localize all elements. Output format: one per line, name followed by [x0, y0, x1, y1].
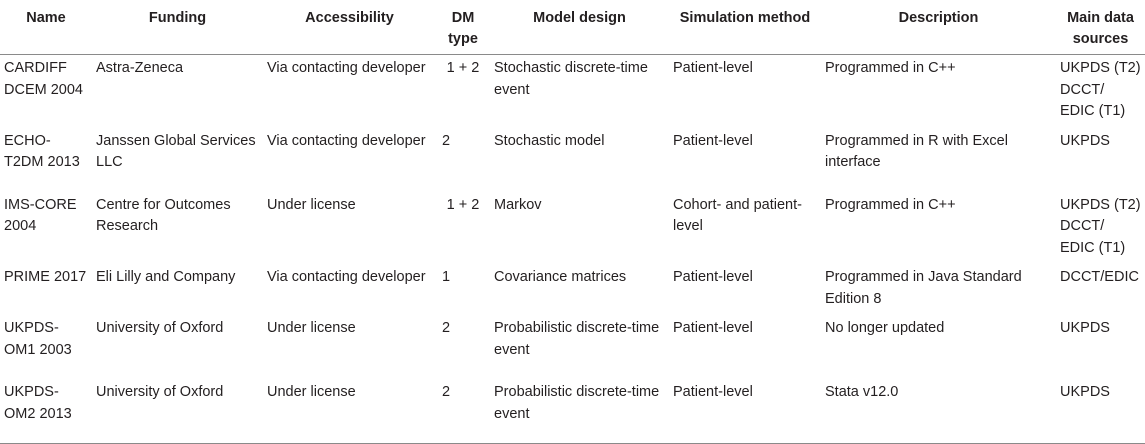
cell-accessibility: Via contacting developer — [267, 269, 426, 285]
header-simulation-method: Simulation method — [679, 10, 811, 26]
cell-dm-type: 1 + 2 — [446, 60, 480, 76]
cell-simulation-method: Patient-level — [673, 384, 753, 400]
cell-description: Programmed in Java Standard Edition 8 — [825, 269, 1022, 307]
cell-model-design: Probabilistic discrete-time event — [494, 320, 660, 358]
cell-dm-type: 2 — [442, 320, 451, 336]
table-header-row: Name Funding Accessibility DM type Model… — [0, 0, 1145, 55]
cell-name: PRIME 2017 — [4, 269, 87, 285]
cell-funding: Janssen Global Services LLC — [96, 132, 256, 171]
cell-main-data-sources: UKPDS — [1060, 320, 1110, 336]
cell-funding: Centre for Outcomes Research — [96, 196, 231, 235]
cell-main-data-sources: DCCT/EDIC — [1060, 269, 1139, 285]
table-row: UKPDS-OM1 2003 University of Oxford Unde… — [0, 315, 1145, 379]
cell-accessibility: Under license — [267, 196, 356, 213]
table-row: ECHO-T2DM 2013 Janssen Global Services L… — [0, 128, 1145, 192]
cell-accessibility: Via contacting developer — [267, 60, 426, 76]
table-row: UKPDS-OM2 2013 University of Oxford Unde… — [0, 379, 1145, 443]
cell-description: No longer updated — [825, 320, 945, 336]
table-row: PRIME 2017 Eli Lilly and Company Via con… — [0, 264, 1145, 315]
cell-name: UKPDS-OM2 2013 — [4, 384, 72, 422]
cell-model-design: Stochastic discrete-time event — [494, 60, 648, 98]
header-funding: Funding — [148, 10, 207, 26]
header-model-design: Model design — [533, 10, 626, 26]
cell-description: Stata v12.0 — [825, 384, 899, 400]
cell-simulation-method: Cohort- and patient-level — [673, 196, 802, 235]
cell-simulation-method: Patient-level — [673, 132, 753, 149]
cell-funding: Astra-Zeneca — [96, 60, 184, 76]
cell-dm-type: 2 — [442, 132, 451, 149]
header-accessibility: Accessibility — [305, 10, 394, 26]
cell-simulation-method: Patient-level — [673, 320, 753, 336]
cell-description: Programmed in C++ — [825, 60, 956, 76]
cell-model-design: Covariance matrices — [494, 269, 627, 285]
cell-name: IMS-CORE 2004 — [4, 196, 77, 235]
cell-dm-type: 1 — [442, 269, 451, 285]
cell-name: UKPDS-OM1 2003 — [4, 320, 72, 358]
cell-description: Programmed in R with Excel interface — [825, 132, 1008, 171]
cell-name: ECHO-T2DM 2013 — [4, 132, 80, 171]
cell-name: CARDIFF DCEM 2004 — [4, 60, 83, 98]
cell-funding: University of Oxford — [96, 384, 224, 400]
cell-model-design: Markov — [494, 196, 542, 213]
cell-simulation-method: Patient-level — [673, 60, 753, 76]
cell-main-data-sources: UKPDS (T2) DCCT/ EDIC (T1) — [1060, 196, 1141, 256]
cell-model-design: Stochastic model — [494, 132, 605, 149]
header-description: Description — [898, 10, 979, 26]
cell-funding: University of Oxford — [96, 320, 224, 336]
header-name: Name — [26, 10, 66, 26]
cell-accessibility: Via contacting developer — [267, 132, 426, 149]
table-row: IMS-CORE 2004 Centre for Outcomes Resear… — [0, 192, 1145, 265]
cell-model-design: Probabilistic discrete-time event — [494, 384, 660, 422]
cell-accessibility: Under license — [267, 384, 356, 400]
table-row: CARDIFF DCEM 2004 Astra-Zeneca Via conta… — [0, 55, 1145, 128]
cell-funding: Eli Lilly and Company — [96, 269, 236, 285]
header-dm-type: DM type — [448, 10, 478, 47]
cell-accessibility: Under license — [267, 320, 356, 336]
cell-main-data-sources: UKPDS — [1060, 384, 1110, 400]
cell-description: Programmed in C++ — [825, 196, 956, 213]
cell-main-data-sources: UKPDS (T2) DCCT/ EDIC (T1) — [1060, 60, 1141, 119]
cell-dm-type: 1 + 2 — [446, 196, 480, 213]
cell-main-data-sources: UKPDS — [1060, 132, 1110, 149]
cell-dm-type: 2 — [442, 384, 451, 400]
header-main-data-sources: Main data sources — [1067, 10, 1134, 47]
cell-simulation-method: Patient-level — [673, 269, 753, 285]
